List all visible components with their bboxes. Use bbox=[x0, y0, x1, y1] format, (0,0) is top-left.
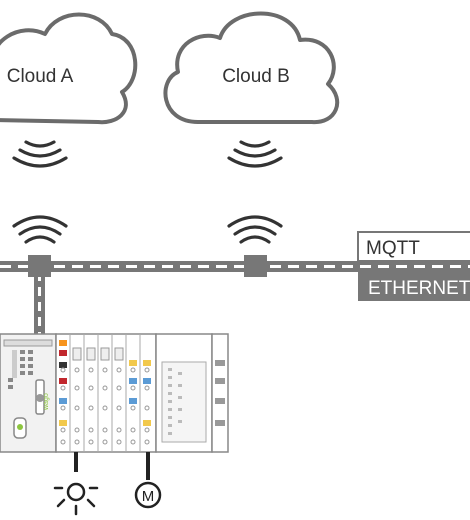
mqtt-label: MQTT bbox=[366, 238, 420, 259]
mqtt-tag: MQTT bbox=[357, 231, 470, 262]
bus-node-a bbox=[28, 255, 51, 277]
cloud-a-shape bbox=[0, 12, 138, 125]
controller-brand: wago bbox=[43, 393, 50, 411]
status-leds bbox=[8, 350, 33, 389]
ethernet-tag: ETHERNET bbox=[358, 272, 470, 301]
bus-drop-line bbox=[34, 272, 45, 334]
cloud-a-label: Cloud A bbox=[7, 66, 74, 87]
ethernet-label: ETHERNET bbox=[368, 278, 470, 299]
motor-cable bbox=[146, 452, 150, 480]
io-module-leds bbox=[59, 340, 151, 426]
cloud-b-shape bbox=[163, 11, 340, 125]
cloud-b-label: Cloud B bbox=[222, 66, 290, 87]
wifi-icon-cloud-b bbox=[227, 140, 283, 168]
network-bus bbox=[0, 261, 470, 272]
cloud-b: Cloud B bbox=[163, 11, 340, 125]
plc-controller: wago bbox=[0, 333, 229, 453]
module-led-column bbox=[168, 368, 182, 435]
wifi-icon-node-a bbox=[12, 215, 68, 244]
motor-label: M bbox=[142, 488, 155, 505]
lamp-cable bbox=[74, 452, 78, 472]
wifi-icon-node-b bbox=[227, 215, 283, 244]
terminal-grid bbox=[60, 367, 150, 445]
cloud-a: Cloud A bbox=[0, 12, 138, 125]
lamp-icon bbox=[53, 482, 99, 516]
motor-icon: M bbox=[134, 481, 162, 509]
bus-node-b bbox=[244, 255, 267, 277]
wifi-icon-cloud-a bbox=[12, 140, 68, 168]
